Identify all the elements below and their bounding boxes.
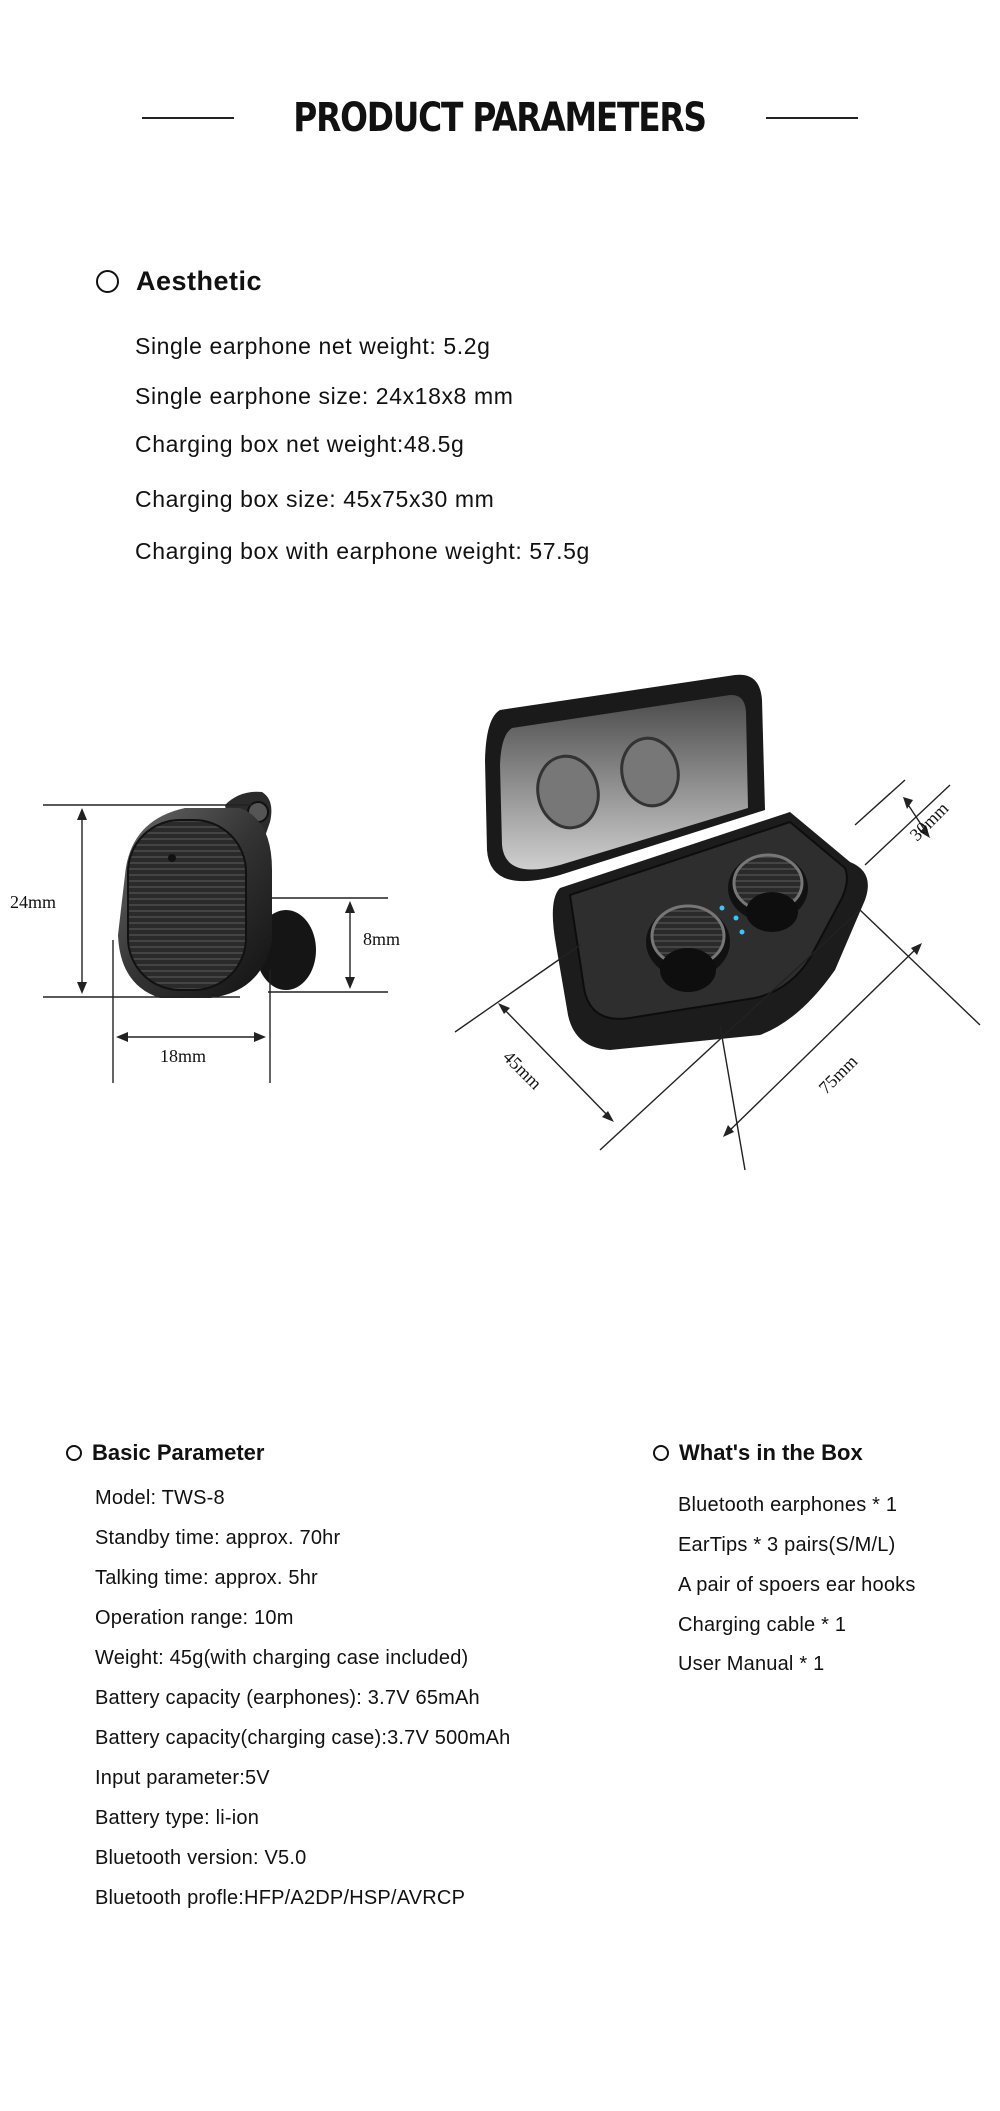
basic-parameter-item: Input parameter:5V <box>95 1767 270 1789</box>
case-width-label: 75mm <box>815 1051 862 1098</box>
aesthetic-heading-label: Aesthetic <box>136 266 263 296</box>
basic-parameter-item: Talking time: approx. 5hr <box>95 1567 318 1589</box>
box-item: A pair of spoers ear hooks <box>678 1574 916 1596</box>
basic-parameter-item: Model: TWS-8 <box>95 1487 225 1509</box>
aesthetic-item: Single earphone size: 24x18x8 mm <box>135 383 514 409</box>
aesthetic-item: Charging box with earphone weight: 57.5g <box>135 538 590 564</box>
earphone-height-label: 24mm <box>10 892 56 912</box>
basic-parameter-item: Operation range: 10m <box>95 1607 294 1629</box>
case-height-label: 45mm <box>499 1047 546 1094</box>
basic-parameter-item: Bluetooth version: V5.0 <box>95 1847 307 1869</box>
aesthetic-item: Charging box net weight:48.5g <box>135 431 465 457</box>
earphone-depth-label: 8mm <box>363 929 400 949</box>
dimension-diagram: 24mm 8mm 18mm <box>10 674 981 1171</box>
circle-bullet-icon <box>653 1445 669 1461</box>
circle-bullet-icon <box>96 270 119 293</box>
earphone-drawing <box>118 791 316 998</box>
basic-parameter-heading-label: Basic Parameter <box>92 1440 265 1465</box>
basic-parameter-item: Battery capacity(charging case):3.7V 500… <box>95 1727 511 1749</box>
circle-bullet-icon <box>66 1445 82 1461</box>
title-rule-left <box>142 117 235 119</box>
basic-parameter-item: Battery type: li-ion <box>95 1807 260 1829</box>
case-dimension-arrows <box>498 797 930 1137</box>
box-item: User Manual * 1 <box>678 1653 825 1675</box>
basic-parameter-item: Battery capacity (earphones): 3.7V 65mAh <box>95 1687 480 1709</box>
whats-in-box-heading: What's in the Box <box>653 1440 863 1466</box>
basic-parameter-heading: Basic Parameter <box>66 1440 264 1466</box>
basic-parameter-item: Weight: 45g(with charging case included) <box>95 1647 469 1669</box>
earphone-width-label: 18mm <box>160 1046 206 1066</box>
page-title: PRODUCT PARAMETERS <box>293 95 708 141</box>
box-item: Bluetooth earphones * 1 <box>678 1494 898 1516</box>
whats-in-box-heading-label: What's in the Box <box>679 1440 863 1465</box>
title-rule-right <box>765 117 858 119</box>
aesthetic-heading: Aesthetic <box>96 266 262 297</box>
box-item: Charging cable * 1 <box>678 1614 847 1636</box>
earphone-dimension-arrows <box>77 808 355 1042</box>
page-header: PRODUCT PARAMETERS <box>0 88 1000 148</box>
basic-parameter-item: Standby time: approx. 70hr <box>95 1527 341 1549</box>
charging-case-drawing <box>485 674 868 1050</box>
aesthetic-item: Single earphone net weight: 5.2g <box>135 333 491 359</box>
earphone-dimension-lines <box>43 804 388 1083</box>
basic-parameter-item: Bluetooth profle:HFP/A2DP/HSP/AVRCP <box>95 1887 466 1909</box>
aesthetic-item: Charging box size: 45x75x30 mm <box>135 486 495 512</box>
box-item: EarTips * 3 pairs(S/M/L) <box>678 1534 896 1556</box>
